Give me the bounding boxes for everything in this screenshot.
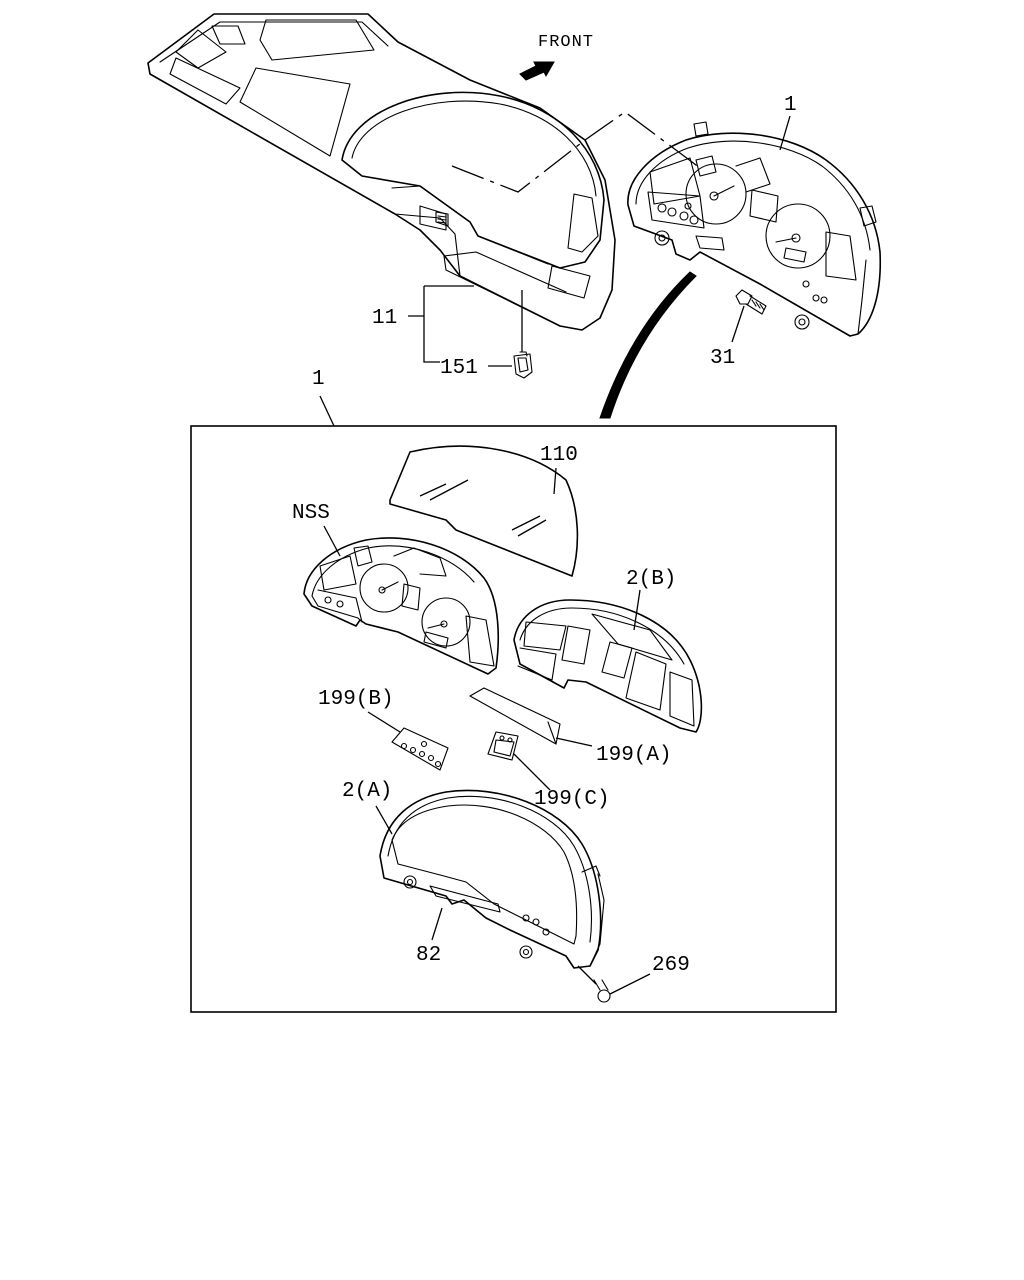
exploded-view-frame [190, 425, 837, 1013]
front-label: FRONT [538, 33, 594, 52]
clip-icon [513, 351, 533, 379]
callout-11-label: 11 [372, 307, 397, 330]
callout-199a-label: 199(A) [596, 744, 672, 767]
callout-199c-label: 199(C) [534, 788, 610, 811]
callout-2b-label: 2(B) [626, 568, 676, 591]
callout-11: 11 [372, 285, 474, 363]
gauge-face-nss: NSS [292, 502, 499, 675]
part-199a: 199(A) [469, 687, 672, 767]
callout-151: 151 [440, 290, 533, 380]
glass-lens-110: 110 [389, 444, 579, 577]
screw-icon [735, 289, 767, 315]
callout-82-label: 82 [416, 944, 441, 967]
alignment-line [451, 111, 701, 193]
screw-icon [593, 979, 611, 1003]
callout-1-top-label: 1 [784, 94, 797, 117]
callout-199b-label: 199(B) [318, 688, 394, 711]
callout-31-label: 31 [710, 347, 735, 370]
callout-110-label: 110 [540, 444, 578, 467]
dashboard-panel [147, 13, 616, 331]
detail-pointer-arrow [599, 271, 697, 419]
front-indicator: FRONT [519, 33, 594, 81]
bezel-2b: 2(B) [513, 568, 703, 733]
part-199c: 199(C) [487, 731, 610, 811]
callout-151-label: 151 [440, 357, 478, 380]
front-arrow-icon [519, 61, 555, 81]
callout-269-label: 269 [652, 954, 690, 977]
callout-nss-label: NSS [292, 502, 330, 525]
screw-31: 31 [710, 289, 767, 370]
housing-2a: 2(A) 82 [342, 780, 605, 969]
cluster-assembly-top [627, 121, 882, 337]
callout-2a-label: 2(A) [342, 780, 392, 803]
callout-1-box-label: 1 [312, 368, 325, 391]
screw-269: 269 [577, 954, 690, 1003]
part-199b: 199(B) [318, 688, 449, 771]
